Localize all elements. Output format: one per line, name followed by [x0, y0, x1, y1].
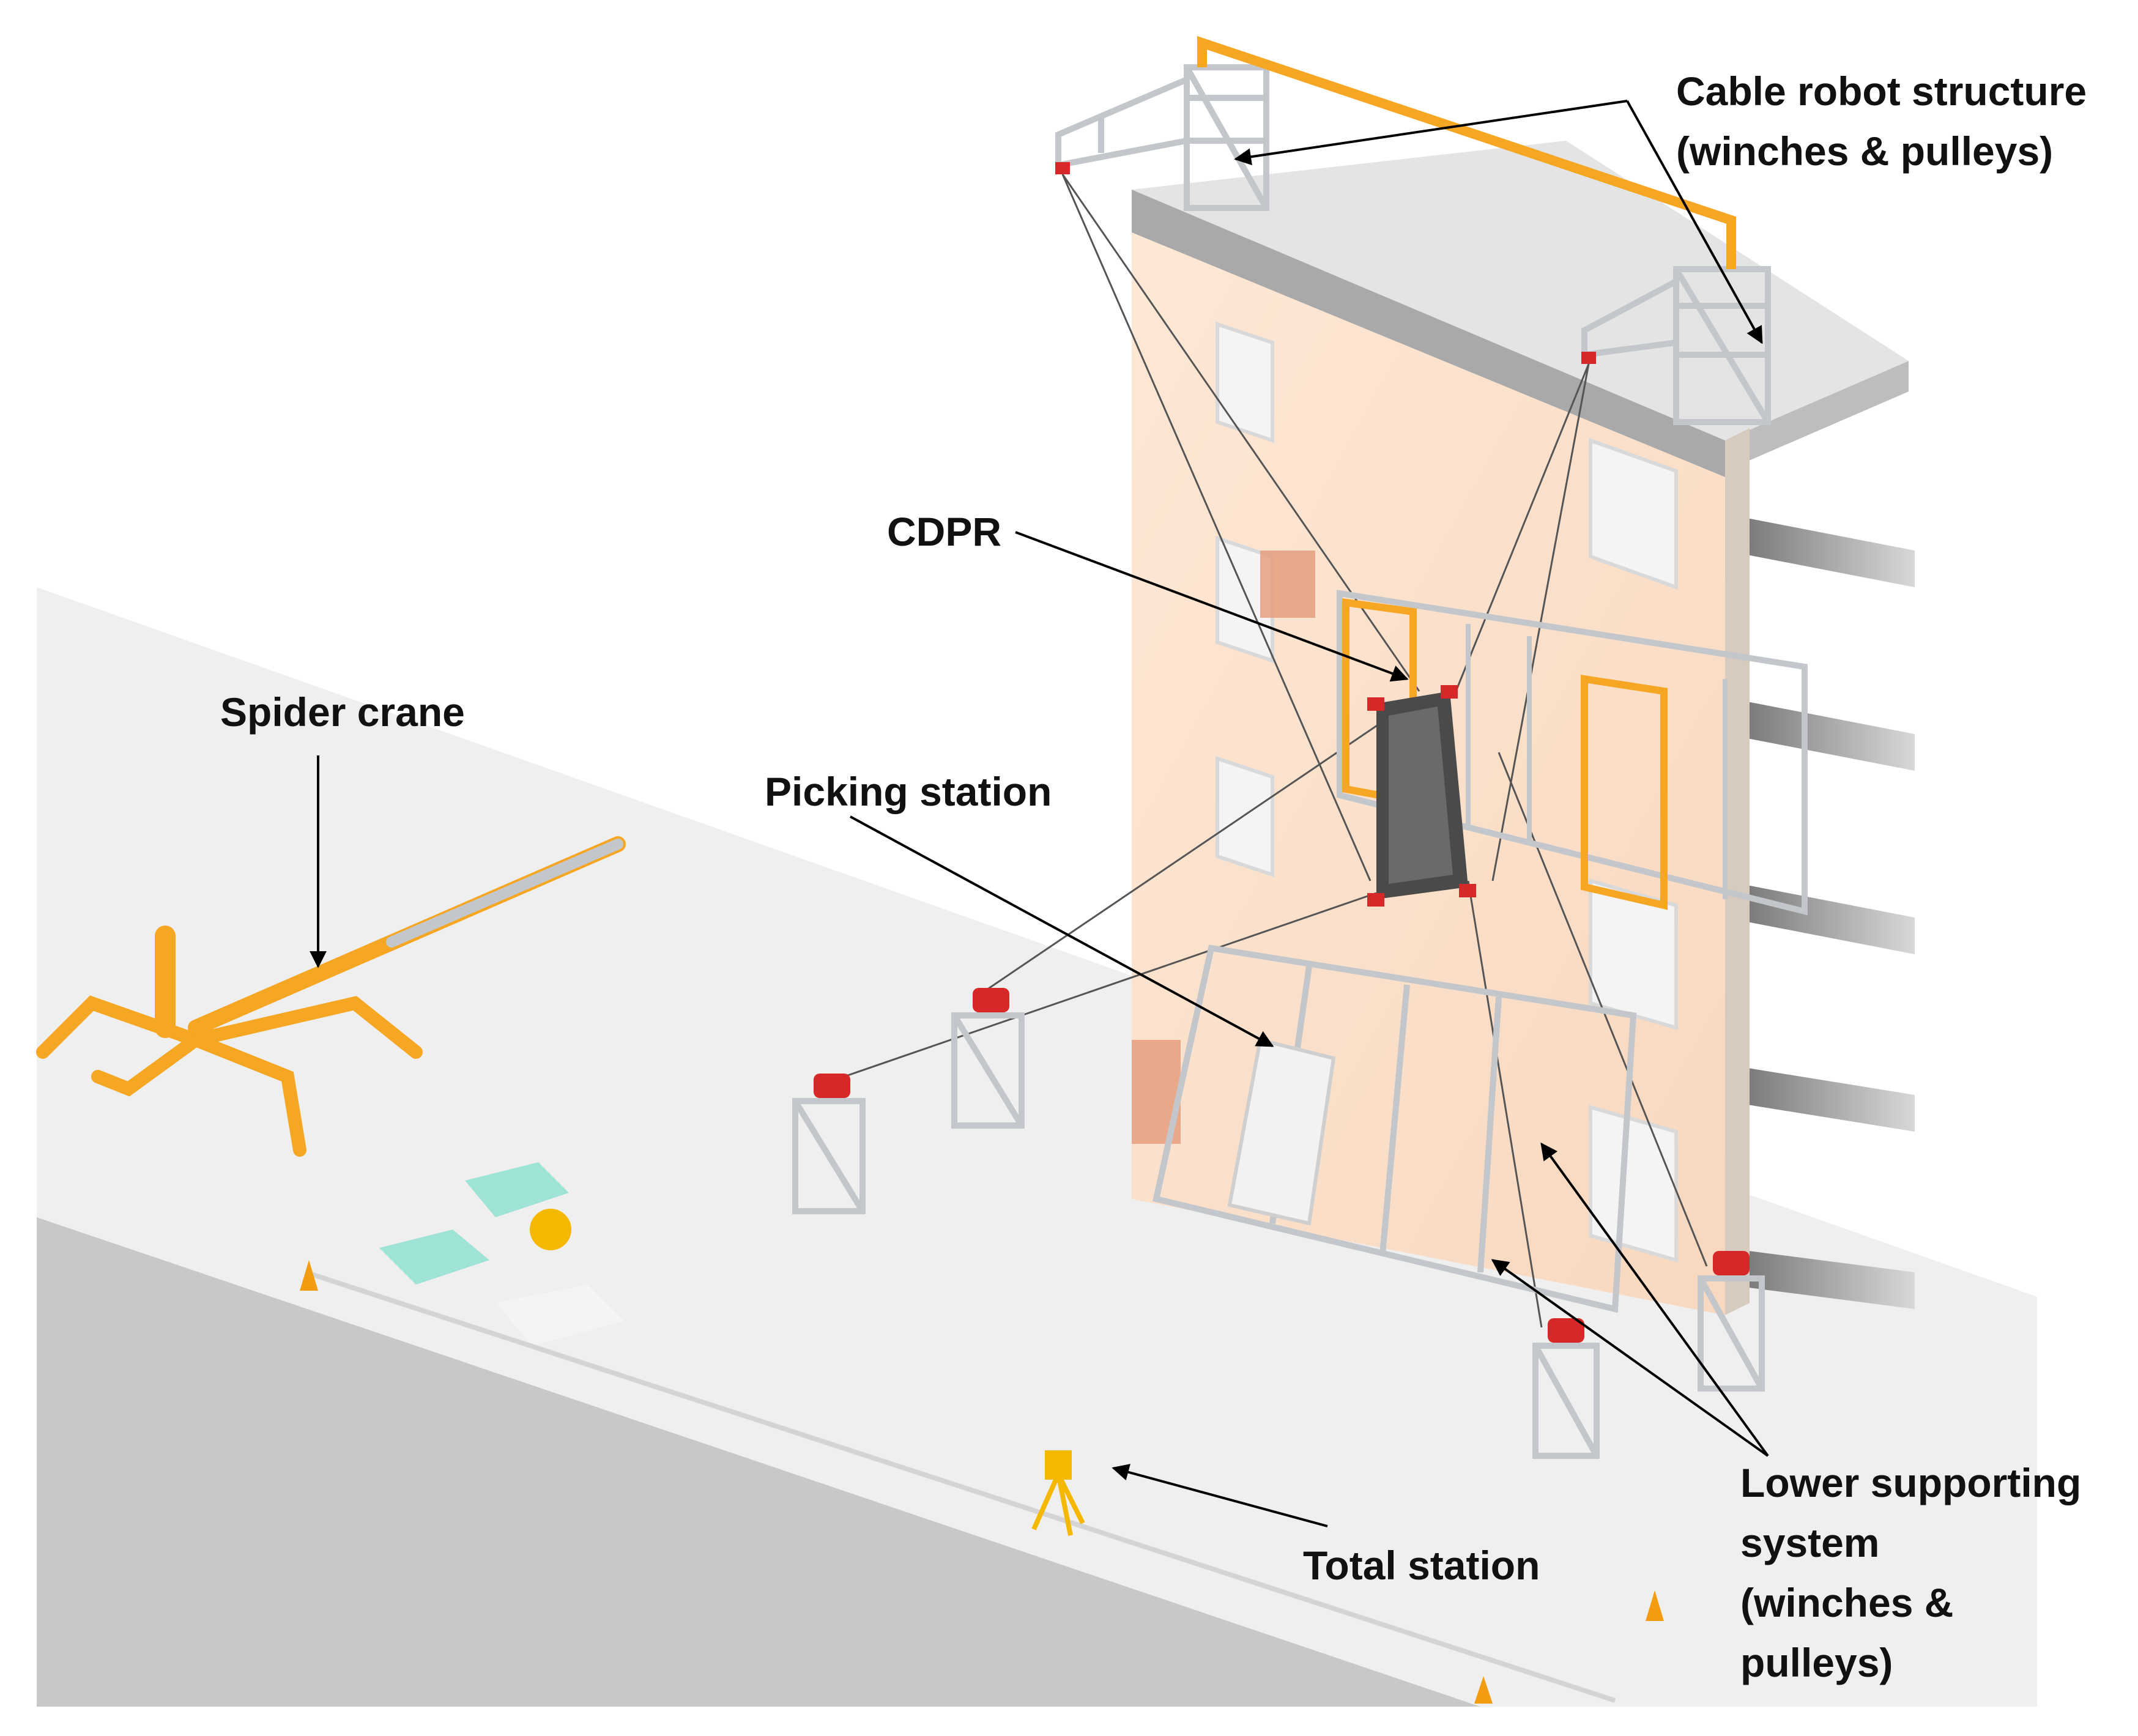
label-line: (winches & pulleys): [1676, 128, 2054, 174]
arrow-lower-support-2: [1491, 1259, 1769, 1457]
label-line: Cable robot structure: [1676, 69, 2087, 114]
label-line: Total station: [1303, 1543, 1540, 1588]
roof-frame-left: [1055, 64, 1269, 211]
arrow-lower-support-1: [1540, 1142, 1769, 1457]
cdpr-platform: [1367, 685, 1476, 907]
annotation-arrows: [310, 100, 1769, 1527]
facade-panel: [1227, 1037, 1336, 1226]
label-picking-station: Picking station: [765, 762, 1052, 822]
roof-parapet: [1132, 190, 1725, 477]
spider-crane: [36, 836, 626, 1157]
brick-patch: [1260, 551, 1315, 618]
arrow-total-station: [1112, 1464, 1328, 1527]
label-line: (winches &: [1740, 1580, 1954, 1625]
label-lower-supporting-system: Lower supporting system (winches & pulle…: [1740, 1453, 2081, 1693]
label-line: Picking station: [765, 769, 1052, 814]
facade-module-frame: [1337, 590, 1808, 916]
arrow-picking-station: [850, 815, 1274, 1047]
building-corner: [1725, 428, 1750, 1315]
street-asphalt: [37, 1217, 1480, 1707]
site-fence: [305, 1270, 1616, 1703]
pulley-right: [1581, 352, 1596, 364]
label-line: CDPR: [887, 509, 1002, 554]
label-line: Spider crane: [220, 689, 465, 735]
traffic-cones: [300, 1260, 1664, 1704]
label-line: system: [1740, 1520, 1880, 1565]
arrow-cdpr: [1015, 531, 1409, 682]
label-total-station: Total station: [1303, 1535, 1540, 1595]
label-cdpr: CDPR: [887, 502, 1001, 562]
lower-winches: [814, 988, 1750, 1343]
arrow-cable-robot-left: [1234, 100, 1628, 166]
lower-winch-towers: [792, 1012, 1765, 1459]
building-side-slabs: [1725, 361, 1915, 1309]
label-spider-crane: Spider crane: [220, 682, 465, 742]
arrow-cable-robot-right: [1626, 100, 1763, 344]
facade-windows: [1216, 321, 1678, 1263]
building-roof: [1132, 141, 1909, 440]
label-cable-robot-structure: Cable robot structure (winches & pulleys…: [1676, 61, 2087, 181]
total-station: [1031, 1450, 1085, 1536]
material-pallets: [379, 1162, 624, 1346]
label-line: Lower supporting: [1740, 1460, 2082, 1505]
roof-beam: [1197, 35, 1736, 269]
label-line: pulleys): [1740, 1640, 1893, 1685]
pulley-left: [1055, 162, 1070, 174]
